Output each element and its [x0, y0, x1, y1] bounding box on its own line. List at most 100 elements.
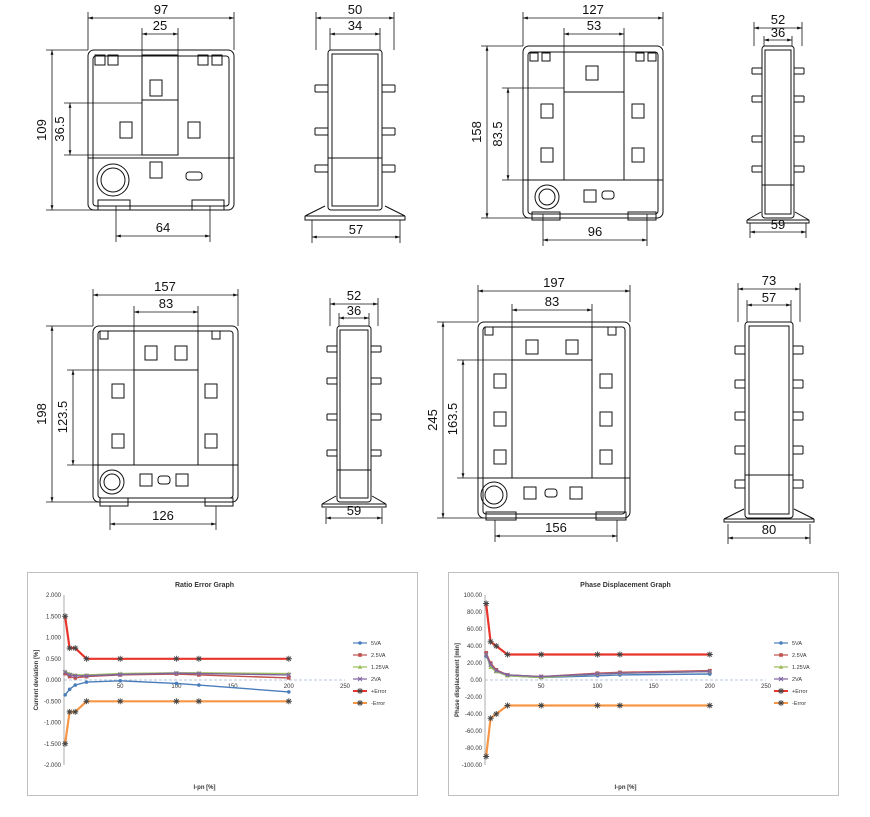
data-point: [117, 672, 123, 677]
y-tick-label: 20.00: [467, 661, 483, 667]
x-tick-label: 150: [649, 684, 660, 690]
data-point: [62, 613, 69, 620]
legend-marker: [779, 641, 783, 645]
dim-d4s-inner: 57: [762, 290, 776, 305]
y-tick-label: -1.000: [44, 721, 62, 727]
data-point: [538, 702, 545, 709]
y-tick-label: -1.500: [44, 742, 62, 748]
legend-label: 2VA: [371, 677, 381, 683]
dim-d3s-bottom: 59: [347, 503, 361, 518]
data-point: [118, 679, 122, 683]
data-point: [173, 698, 180, 705]
legend-label: 5VA: [792, 641, 802, 647]
x-tick-label: 250: [340, 684, 351, 690]
drawing-2-front-view: [522, 45, 664, 221]
data-point: [67, 687, 72, 692]
dim-d1-height: 109: [34, 119, 49, 141]
dim-d4s-bottom: 80: [762, 522, 776, 537]
dim-d4-window-height: 163.5: [445, 403, 460, 436]
dim-d3-window: 83: [159, 296, 173, 311]
data-point: [83, 655, 90, 662]
legend-marker: [778, 688, 784, 694]
data-point: [197, 683, 201, 687]
legend-label: 2.5VA: [792, 653, 807, 659]
data-point: [195, 655, 202, 662]
dim-d4-width: 197: [543, 275, 565, 290]
dim-d2-window-height: 83.5: [490, 121, 505, 146]
data-point: [73, 676, 78, 680]
legend-marker: [357, 664, 363, 669]
dim-d1-bottom: 64: [156, 220, 170, 235]
data-point: [617, 670, 623, 676]
data-point: [487, 715, 494, 722]
data-point: [707, 669, 713, 674]
phase-displacement-chart: Phase Displacement Graph100.0080.0060.00…: [455, 582, 810, 791]
data-point: [594, 702, 601, 709]
dim-d1-window-height: 36.5: [52, 116, 67, 141]
y-tick-label: 0.500: [46, 657, 62, 663]
legend-label: +Error: [792, 689, 808, 695]
series-line: [485, 704, 710, 757]
drawing-1-side-dimensions: [311, 12, 401, 243]
data-point: [197, 673, 201, 677]
dim-d4-bottom: 156: [545, 520, 567, 535]
drawing-1-dimensions: [46, 12, 235, 242]
y-tick-label: 60.00: [467, 627, 483, 633]
data-point: [493, 643, 500, 649]
legend-label: 2.5VA: [371, 653, 386, 659]
legend-marker: [779, 653, 783, 657]
drawing-4-side-dimensions: [727, 283, 811, 544]
y-tick-label: 40.00: [467, 644, 483, 650]
dim-d2-bottom: 96: [588, 224, 602, 239]
data-point: [504, 702, 511, 709]
dim-d1-window: 25: [153, 18, 167, 33]
data-point: [72, 673, 78, 679]
data-point: [286, 672, 292, 678]
dim-d2s-bottom: 59: [771, 217, 785, 232]
data-point: [67, 674, 72, 679]
drawing-3-dimensions: [46, 289, 239, 530]
dim-d1-width: 97: [154, 2, 168, 17]
drawing-4-side-view: [723, 321, 815, 523]
drawing-1-front-view: [87, 49, 235, 211]
data-point: [195, 698, 202, 705]
legend-label: 5VA: [371, 641, 381, 647]
data-point: [66, 645, 73, 652]
dim-d3s-width: 52: [347, 288, 361, 303]
dim-d1s-inner: 34: [348, 18, 362, 33]
y-tick-label: 1.000: [46, 636, 62, 642]
legend-marker: [778, 700, 784, 706]
data-point: [174, 681, 179, 686]
x-tick-label: 250: [761, 684, 772, 690]
x-tick-label: 200: [284, 684, 295, 690]
data-point: [493, 668, 499, 674]
drawing-3-front-view: [92, 325, 239, 507]
data-point: [84, 680, 89, 684]
y-tick-label: -60.00: [465, 729, 483, 735]
legend-marker: [357, 676, 363, 682]
data-point: [174, 670, 179, 676]
dim-d3-height: 198: [34, 403, 49, 425]
legend-marker: [358, 641, 362, 645]
data-point: [117, 698, 124, 705]
legend-marker: [778, 664, 784, 669]
data-point: [488, 662, 493, 668]
legend-label: +Error: [371, 689, 387, 695]
x-tick-label: 100: [592, 684, 603, 690]
data-point: [73, 683, 78, 687]
series-line: [485, 603, 710, 656]
data-point: [287, 690, 291, 694]
dim-d2s-inner: 36: [771, 25, 785, 40]
dim-d4-window: 83: [545, 294, 559, 309]
y-tick-label: -80.00: [465, 746, 483, 752]
dim-d4-height: 245: [425, 409, 440, 431]
legend-label: -Error: [792, 701, 806, 707]
data-point: [72, 645, 79, 652]
y-tick-label: 1.500: [46, 614, 62, 620]
y-tick-label: 2.000: [46, 593, 62, 599]
drawing-4-dimensions: [437, 285, 631, 542]
legend-marker: [358, 653, 362, 657]
data-point: [84, 673, 89, 679]
